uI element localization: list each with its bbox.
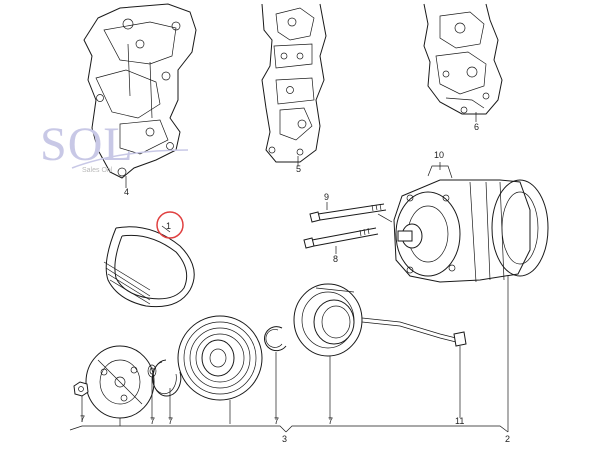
- callout-8: 8: [333, 254, 338, 264]
- clutch-plate: [85, 345, 155, 419]
- callout-7e: 7: [328, 416, 333, 426]
- callout-5: 5: [296, 164, 301, 174]
- callout-2: 2: [505, 434, 510, 444]
- nut: [73, 381, 89, 397]
- highlight-circle: [156, 211, 184, 239]
- connector-11: [453, 331, 467, 347]
- bracket-5: [261, 3, 327, 163]
- callout-3: 3: [282, 434, 287, 444]
- callout-1: 1: [166, 221, 171, 231]
- callout-7c: 7: [168, 416, 173, 426]
- callout-7a: 7: [80, 414, 85, 424]
- pulley: [177, 315, 263, 401]
- callout-6: 6: [474, 122, 479, 132]
- snap-ring-right: [264, 326, 287, 352]
- bracket-4: [83, 3, 197, 179]
- bracket-6: [423, 3, 503, 115]
- bolt-9: [309, 203, 387, 223]
- watermark-subtext: Sales Onl: [82, 167, 113, 174]
- callout-10: 10: [434, 150, 444, 160]
- callout-4: 4: [124, 187, 129, 197]
- snap-ring: [152, 359, 182, 397]
- magnetic-coil: [293, 283, 363, 357]
- callout-7b: 7: [150, 416, 155, 426]
- compressor-3: [393, 165, 549, 283]
- drive-belt-1: [103, 226, 195, 308]
- callout-9: 9: [324, 192, 329, 202]
- watermark-logo: SOL Sales Onl: [40, 118, 189, 174]
- callout-7d: 7: [274, 416, 279, 426]
- watermark-text: SOL: [40, 118, 134, 171]
- callout-11: 11: [455, 416, 464, 426]
- bolt-8: [303, 227, 379, 249]
